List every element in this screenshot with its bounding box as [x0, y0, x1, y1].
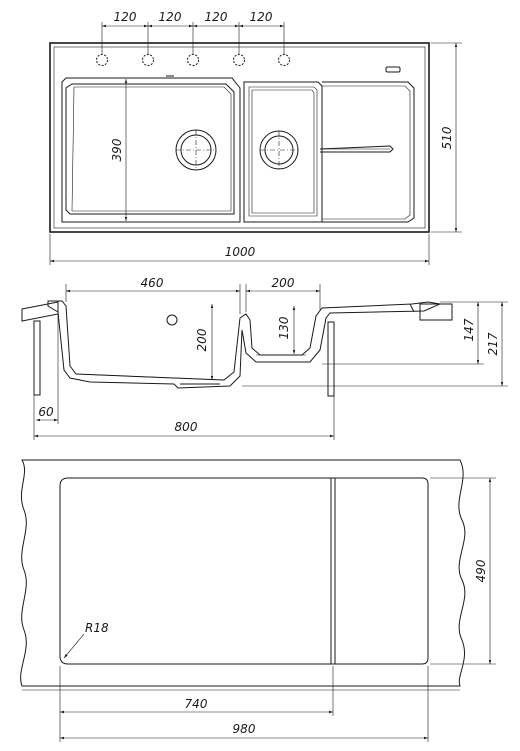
- tap-spacing-dimension: 120 120 120 120: [101, 10, 285, 54]
- section-view: 460 200 200 130 147 217: [21, 276, 508, 440]
- small-bowl-width-dimension: 200: [245, 276, 321, 312]
- sink-cutout: [59, 477, 429, 665]
- main-bowl-width-dimension: 460: [65, 276, 241, 314]
- tap-holes: [96, 54, 290, 66]
- overall-depth-label: 510: [440, 126, 454, 149]
- countertop-right: [419, 303, 453, 321]
- overall-width-dimension: 1000: [49, 234, 430, 265]
- bowl-cutout-width-label: 740: [185, 697, 208, 711]
- cutout-width-dimension: 980: [60, 666, 429, 742]
- sink-outline: [49, 42, 430, 233]
- drainer-height-label: 147: [462, 318, 476, 341]
- countertop-left: [21, 301, 59, 322]
- cutout-depth-label: 490: [474, 559, 488, 582]
- cutout-depth-dimension: 490: [430, 477, 496, 665]
- tap-spacing-label-4: 120: [250, 10, 273, 24]
- tap-spacing-label-3: 120: [205, 10, 228, 24]
- small-bowl: [243, 81, 323, 223]
- edge-offset-dimension: 60: [36, 314, 59, 424]
- bowl-depth-label: 390: [110, 138, 124, 161]
- edge-offset-label: 60: [38, 405, 54, 419]
- bowl-depth-dimension: 390: [110, 79, 128, 221]
- small-bowl-width-label: 200: [272, 276, 295, 290]
- main-bowl: [61, 77, 241, 223]
- countertop-outline: [20, 459, 466, 687]
- overflow-slot: [385, 66, 401, 73]
- total-height-label: 217: [486, 332, 500, 355]
- sink-inner-rim: [53, 46, 426, 229]
- bowl-cutout-width-dimension: 740: [59, 666, 334, 742]
- cabinet-wall-right: [327, 321, 335, 397]
- corner-radius-label: R18: [85, 621, 109, 635]
- main-bowl-depth-label: 200: [195, 328, 209, 351]
- top-view: 120 120 120 120 390 510 1000: [49, 10, 462, 265]
- corner-radius-annotation: R18: [63, 621, 109, 659]
- cutout-view: R18 490 740 980: [20, 459, 496, 742]
- height-dimensions: 147 217: [242, 301, 508, 387]
- cabinet-width-label: 800: [175, 420, 198, 434]
- overall-depth-dimension: 510: [431, 42, 462, 233]
- sink-profile: [47, 300, 442, 389]
- cabinet-wall-left: [33, 320, 41, 396]
- cabinet-width-dimension: 800: [33, 403, 335, 440]
- drainer-area: [319, 81, 415, 223]
- small-bowl-depth-dimension: 130: [277, 306, 296, 354]
- small-bowl-depth-label: 130: [277, 316, 291, 339]
- tap-spacing-label-2: 120: [159, 10, 182, 24]
- main-bowl-width-label: 460: [141, 276, 164, 290]
- overall-width-label: 1000: [225, 245, 256, 259]
- main-bowl-depth-dimension: 200: [195, 304, 214, 380]
- cutout-width-label: 980: [233, 722, 256, 736]
- tap-spacing-label-1: 120: [114, 10, 137, 24]
